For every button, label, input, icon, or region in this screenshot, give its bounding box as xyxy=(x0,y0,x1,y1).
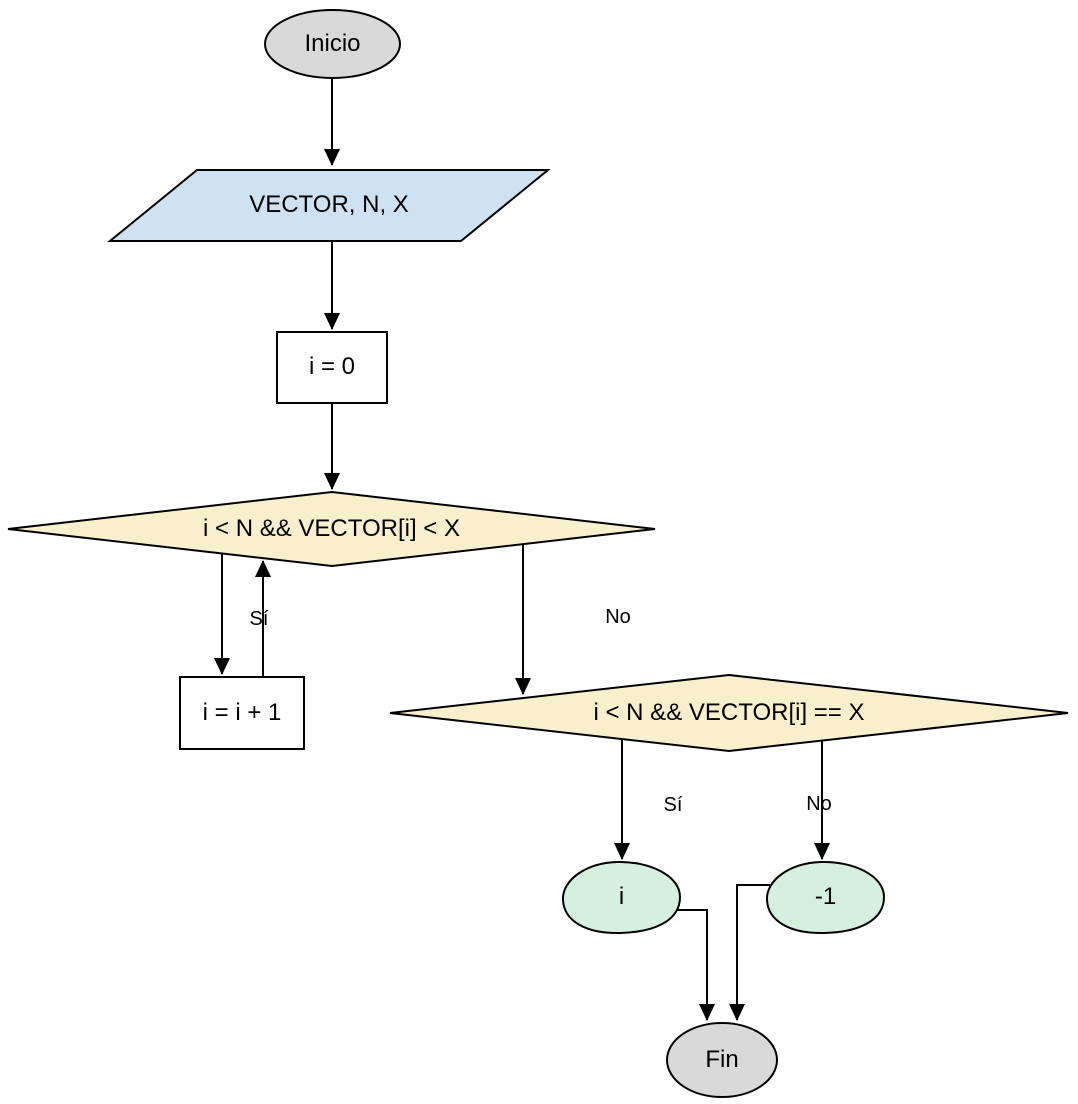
increment-process-shape xyxy=(179,676,305,750)
arrow-notfound-to-end xyxy=(729,884,770,1021)
scan-condition-diamond-shape xyxy=(7,490,656,568)
output-index-display-shape xyxy=(561,860,682,935)
output-notfound-display-shape xyxy=(765,860,886,935)
arrow-index-to-end xyxy=(676,909,715,1021)
input-parallelogram-shape xyxy=(107,169,551,242)
init-process-shape xyxy=(276,331,388,404)
match-condition-diamond-shape xyxy=(389,673,1069,753)
end-terminator-shape xyxy=(666,1022,778,1098)
start-terminator-shape xyxy=(264,9,401,79)
